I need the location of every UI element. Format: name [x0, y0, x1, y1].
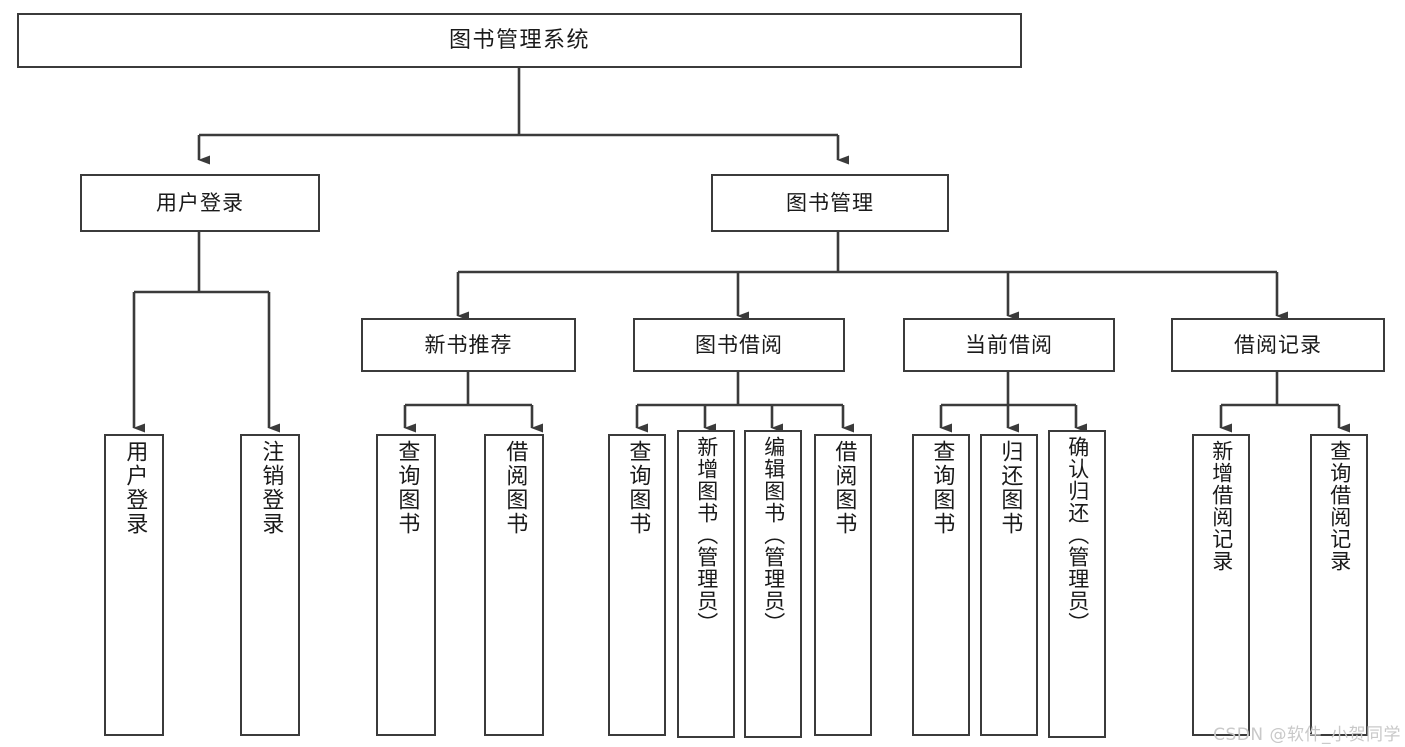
node-root-system[interactable]: 图书管理系统: [17, 13, 1022, 68]
node-label: 确认归还（管理员）: [1065, 436, 1090, 634]
node-label: 编辑图书（管理员）: [761, 436, 786, 634]
leaf-book-borrow-edit[interactable]: 编辑图书（管理员）: [744, 430, 802, 738]
leaf-book-borrow-add[interactable]: 新增图书（管理员）: [677, 430, 735, 738]
node-book-management[interactable]: 图书管理: [711, 174, 949, 232]
node-label: 图书管理: [786, 190, 874, 215]
node-label: 借阅图书: [831, 440, 857, 536]
leaf-borrow-record-query[interactable]: 查询借阅记录: [1310, 434, 1368, 736]
node-label: 查询借阅记录: [1327, 440, 1352, 572]
node-label: 用户登录: [156, 190, 244, 215]
node-label: 查询图书: [625, 440, 651, 536]
node-current-borrow[interactable]: 当前借阅: [903, 318, 1115, 372]
node-user-login[interactable]: 用户登录: [80, 174, 320, 232]
node-borrow-record[interactable]: 借阅记录: [1171, 318, 1385, 372]
leaf-borrow-record-add[interactable]: 新增借阅记录: [1192, 434, 1250, 736]
leaf-current-borrow-confirm-return[interactable]: 确认归还（管理员）: [1048, 430, 1106, 738]
node-new-book-recommend[interactable]: 新书推荐: [361, 318, 576, 372]
node-label: 归还图书: [997, 440, 1023, 536]
leaf-new-book-borrow[interactable]: 借阅图书: [484, 434, 544, 736]
leaf-book-borrow-query[interactable]: 查询图书: [608, 434, 666, 736]
leaf-book-borrow-borrow[interactable]: 借阅图书: [814, 434, 872, 736]
leaf-current-borrow-query[interactable]: 查询图书: [912, 434, 970, 736]
node-label: 查询图书: [929, 440, 955, 536]
node-book-borrow[interactable]: 图书借阅: [633, 318, 845, 372]
node-label: 当前借阅: [965, 332, 1053, 357]
node-label: 图书管理系统: [448, 27, 590, 53]
leaf-current-borrow-return[interactable]: 归还图书: [980, 434, 1038, 736]
node-label: 新增借阅记录: [1209, 440, 1234, 572]
node-label: 注销登录: [258, 440, 284, 536]
node-label: 借阅记录: [1234, 332, 1322, 357]
leaf-user-login-login[interactable]: 用户登录: [104, 434, 164, 736]
node-label: 图书借阅: [695, 332, 783, 357]
leaf-user-login-logout[interactable]: 注销登录: [240, 434, 300, 736]
leaf-new-book-query[interactable]: 查询图书: [376, 434, 436, 736]
node-label: 借阅图书: [502, 440, 528, 536]
csdn-watermark: CSDN @软件_小贺同学: [1213, 725, 1401, 745]
node-label: 查询图书: [394, 440, 420, 536]
node-label: 新书推荐: [424, 332, 513, 357]
node-label: 新增图书（管理员）: [694, 436, 719, 634]
node-label: 用户登录: [122, 440, 148, 536]
